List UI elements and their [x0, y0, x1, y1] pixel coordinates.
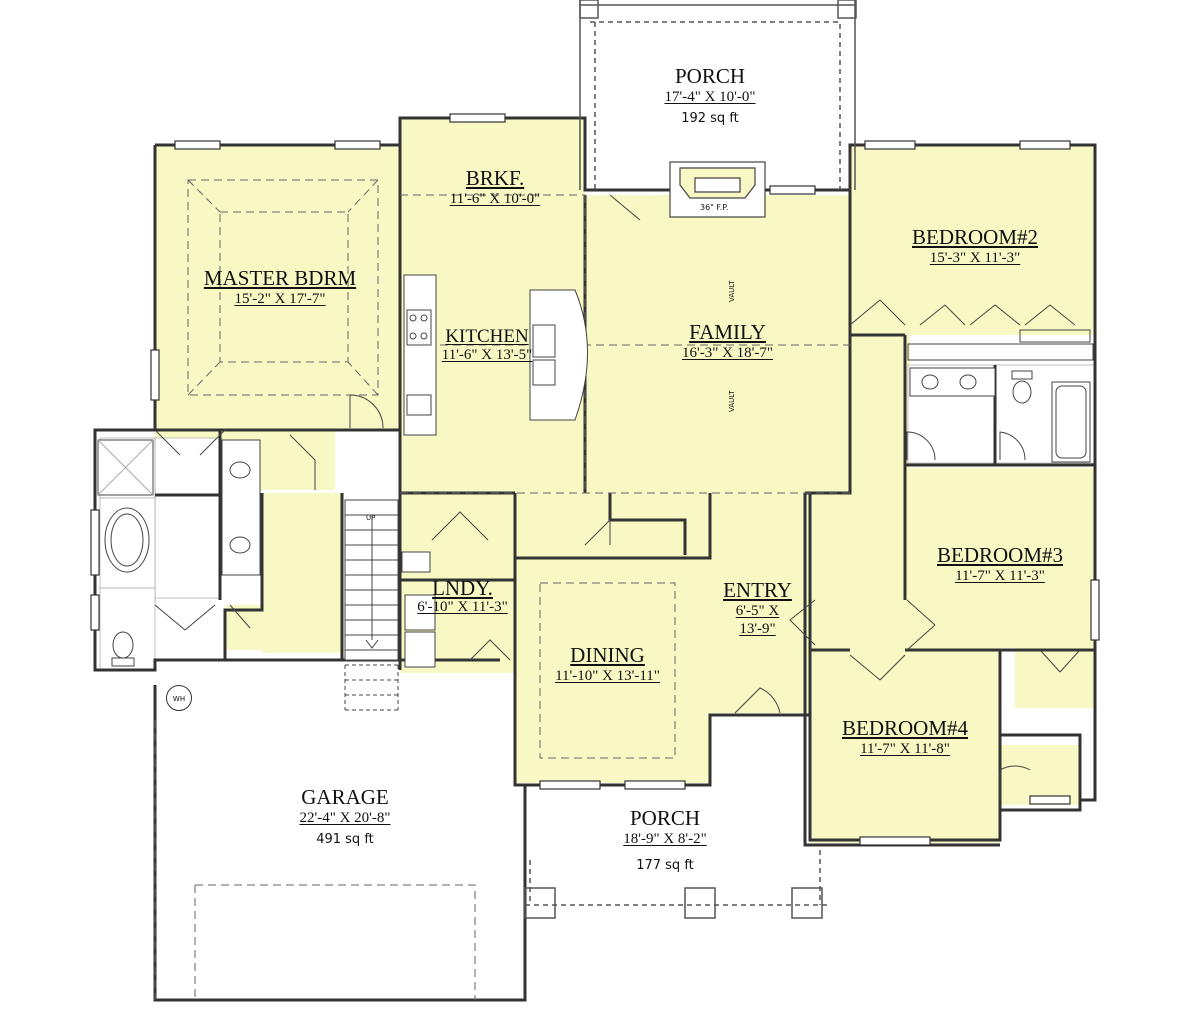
room-dims: 16'-3" X 18'-7": [682, 345, 773, 361]
room-dims: 22'-4" X 20'-8": [299, 810, 391, 826]
room-label-kitchen: KITCHEN 11'-6" X 13'-5": [432, 327, 542, 363]
interior-fill: [155, 118, 1095, 843]
room-label-lndy: LNDY. 6'-10" X 11'-3": [400, 578, 525, 615]
room-dims: 15'-3" X 11'-3": [929, 250, 1021, 266]
doors: [154, 194, 1081, 800]
room-label-porch-rear: PORCH 17'-4" X 10'-0" 192 sq ft: [640, 64, 780, 126]
room-label-bedroom-2: BEDROOM#2 15'-3" X 11'-3": [895, 227, 1055, 266]
room-dims-continued: 13'-9": [739, 621, 776, 637]
room-label-porch-front: PORCH 18'-9" X 8'-2" 177 sq ft: [595, 806, 735, 873]
room-label-entry: ENTRY 6'-5" X 13'-9": [715, 580, 800, 637]
vault-note-upper: VAULT: [728, 280, 736, 302]
room-label-family: FAMILY 16'-3" X 18'-7": [655, 322, 800, 361]
room-dims: 11'-6" X 10'-0": [449, 191, 541, 207]
room-name: GARAGE: [301, 785, 389, 809]
kitchen-fixtures: [403, 274, 588, 436]
porches: [524, 0, 857, 919]
room-name: ENTRY: [723, 578, 792, 602]
room-dims: 6'-5" X: [735, 603, 780, 619]
water-heater-badge: WH: [166, 685, 192, 711]
room-name: DINING: [570, 643, 645, 667]
room-dims: 17'-4" X 10'-0": [664, 89, 756, 105]
room-label-bedroom-3: BEDROOM#3 11'-7" X 11'-3": [920, 545, 1080, 584]
room-name: PORCH: [674, 64, 746, 88]
room-name: BEDROOM#4: [841, 716, 968, 740]
room-area: 491 sq ft: [316, 832, 374, 847]
room-dims: 18'-9" X 8'-2": [623, 831, 707, 847]
room-label-dining: DINING 11'-10" X 13'-11": [535, 645, 680, 684]
room-dims: 15'-2" X 17'-7": [234, 291, 326, 307]
fireplace-note: 36" F.P.: [700, 203, 729, 212]
room-dims: 6'-10" X 11'-3": [417, 599, 508, 615]
vault-note-lower: VAULT: [728, 390, 736, 412]
room-name: FAMILY: [689, 320, 766, 344]
room-name: PORCH: [629, 806, 701, 830]
room-label-master-bdrm: MASTER BDRM 15'-2" X 17'-7": [185, 268, 375, 307]
room-label-garage: GARAGE 22'-4" X 20'-8" 491 sq ft: [265, 785, 425, 847]
stairs-up-note: UP: [366, 514, 376, 522]
room-name: BEDROOM#2: [911, 225, 1038, 249]
stairs: [344, 499, 399, 711]
room-area: 177 sq ft: [636, 858, 694, 873]
room-name: LNDY.: [432, 576, 493, 600]
room-name: BEDROOM#3: [936, 543, 1063, 567]
room-dims: 11'-6" X 13'-5": [441, 347, 533, 363]
room-dims: 11'-10" X 13'-11": [555, 668, 660, 684]
fireplace: [669, 161, 766, 218]
room-name: KITCHEN: [445, 326, 529, 347]
windows: [90, 113, 1100, 846]
laundry-fixtures: [401, 551, 436, 668]
bath-fixtures: [97, 329, 1094, 667]
room-name: MASTER BDRM: [203, 266, 357, 290]
room-dims: 11'-7" X 11'-8": [860, 741, 950, 757]
room-label-bedroom-4: BEDROOM#4 11'-7" X 11'-8": [825, 718, 985, 757]
room-name: BRKF.: [465, 166, 525, 190]
room-label-brkf: BRKF. 11'-6" X 10'-0": [420, 168, 570, 207]
room-dims: 11'-7" X 11'-3": [955, 568, 1045, 584]
room-area: 192 sq ft: [681, 111, 739, 126]
